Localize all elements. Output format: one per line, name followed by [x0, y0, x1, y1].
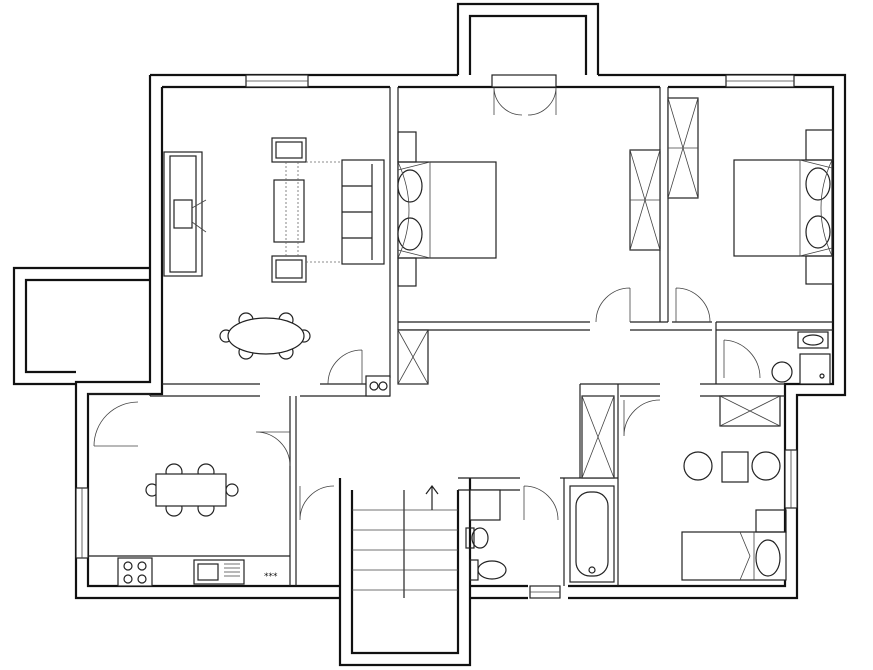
nightstand — [805, 129, 834, 161]
desk — [721, 451, 749, 483]
living-furniture — [163, 137, 391, 397]
nightstand — [397, 131, 417, 163]
kitchen: *** — [88, 463, 290, 587]
bathroom — [465, 395, 615, 583]
coffee-table — [273, 179, 305, 243]
stove — [117, 557, 153, 587]
doors — [93, 74, 761, 521]
shower — [799, 353, 831, 385]
bedroom-1-furniture — [397, 131, 661, 385]
bathtub — [569, 485, 615, 583]
bedroom-2-furniture — [667, 97, 834, 285]
toilet — [471, 527, 489, 549]
basin — [477, 560, 507, 580]
nightstand — [805, 255, 834, 285]
toilet — [771, 361, 793, 383]
windows — [75, 74, 798, 599]
stair-arrow-icon — [425, 485, 439, 510]
dining-table — [219, 312, 311, 360]
tv — [173, 199, 193, 229]
stove-label: *** — [264, 572, 278, 582]
bedroom-3-furniture — [681, 395, 787, 581]
kitchen-table — [145, 463, 239, 517]
staircase — [352, 485, 458, 598]
nightstand — [397, 257, 417, 287]
wc — [771, 331, 831, 385]
